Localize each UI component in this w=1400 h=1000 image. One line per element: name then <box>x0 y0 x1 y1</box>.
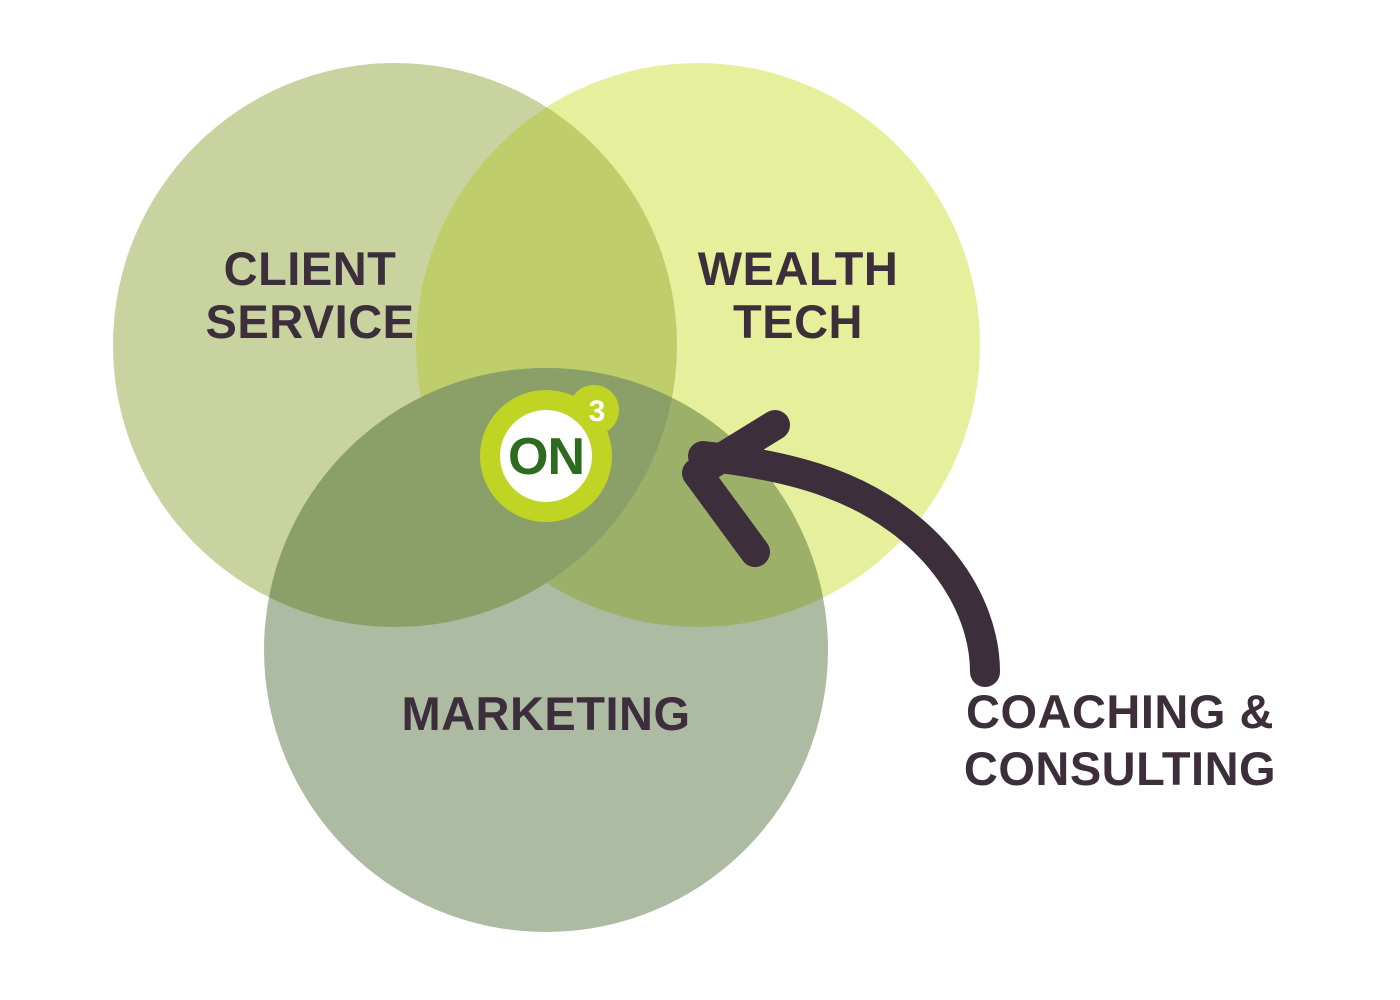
callout-arrow <box>682 410 1000 687</box>
venn-label-wealth-tech: WEALTH TECH <box>697 242 899 348</box>
logo-inner-circle <box>500 410 592 502</box>
venn-label-client-service: CLIENT SERVICE <box>205 242 415 348</box>
callout-label-coaching-consulting: COACHING & CONSULTING <box>963 685 1277 796</box>
overlap-wealth-marketing <box>416 368 828 627</box>
logo-on-text: ON <box>508 428 584 486</box>
overlap-client-marketing <box>264 368 677 627</box>
logo-superscript-3-text: 3 <box>589 395 606 428</box>
venn-label-marketing: MARKETING <box>401 687 691 740</box>
on3-logo[interactable]: ON 3 <box>480 385 619 522</box>
